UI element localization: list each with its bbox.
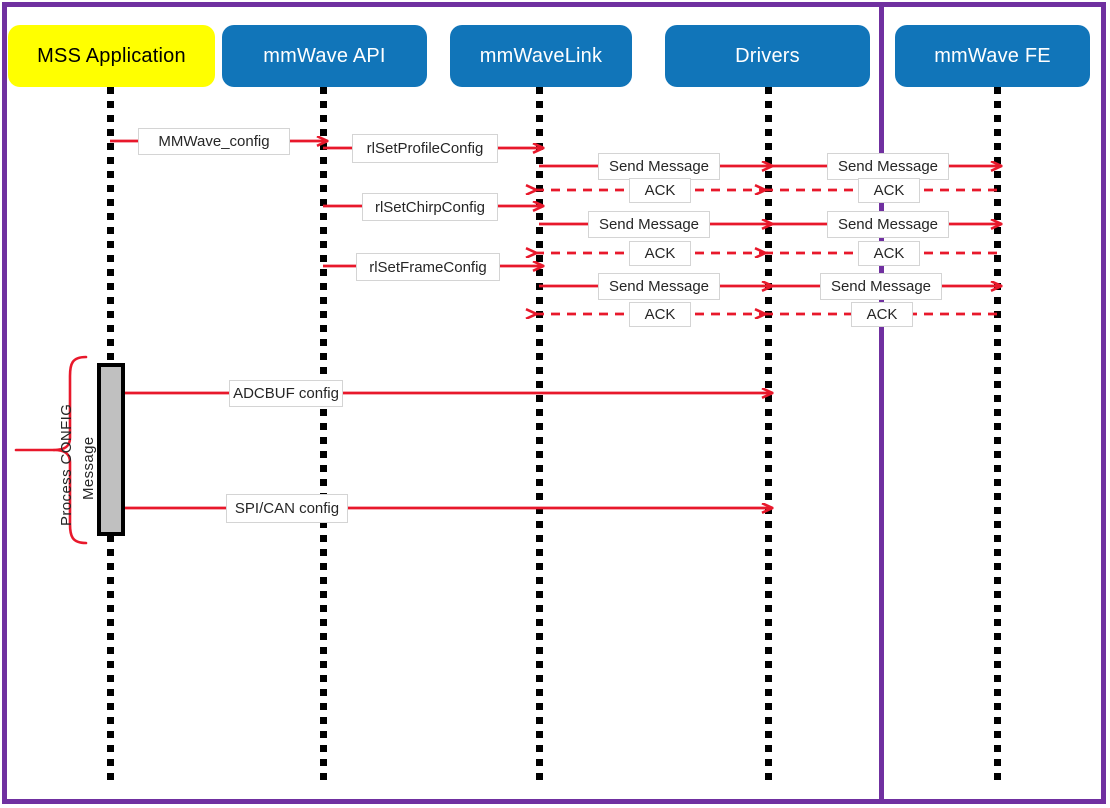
process-config-brace-icon <box>14 355 88 545</box>
lane-label-drivers: Drivers <box>735 45 800 67</box>
message-text: Send Message <box>830 278 932 295</box>
message-text: Send Message <box>837 216 939 233</box>
message-text: Send Message <box>608 278 710 295</box>
message-label-ack-6[interactable]: ACK <box>851 302 913 327</box>
lane-label-mmwave-api: mmWave API <box>263 45 386 67</box>
lane-header-drivers[interactable]: Drivers <box>665 25 870 87</box>
boundary-divider <box>879 2 884 804</box>
message-label-ack-3[interactable]: ACK <box>629 241 691 266</box>
lane-header-mmwave-api[interactable]: mmWave API <box>222 25 427 87</box>
lane-header-mmwavelink[interactable]: mmWaveLink <box>450 25 632 87</box>
message-text: ADCBUF config <box>233 385 339 402</box>
lane-header-mss-application[interactable]: MSS Application <box>8 25 215 87</box>
message-label-ack-1[interactable]: ACK <box>629 178 691 203</box>
message-label-send-message-1[interactable]: Send Message <box>598 153 720 180</box>
message-label-ack-2[interactable]: ACK <box>858 178 920 203</box>
message-text: ACK <box>866 306 898 323</box>
lane-label-mmwave-fe: mmWave FE <box>934 45 1051 67</box>
message-label-ack-4[interactable]: ACK <box>858 241 920 266</box>
message-text: ACK <box>644 245 676 262</box>
annotation-line-process-config: Process CONFIG <box>58 403 75 526</box>
message-label-rlsetframeconfig[interactable]: rlSetFrameConfig <box>356 253 500 281</box>
lane-header-mmwave-fe[interactable]: mmWave FE <box>895 25 1090 87</box>
message-label-send-message-6[interactable]: Send Message <box>820 273 942 300</box>
activation-bar-mss-application[interactable] <box>97 363 125 536</box>
message-text: Send Message <box>598 216 700 233</box>
lane-label-mss-application: MSS Application <box>37 45 186 67</box>
lifeline-mmwave-fe <box>994 87 1001 787</box>
message-label-send-message-3[interactable]: Send Message <box>588 211 710 238</box>
message-label-adcbuf-config[interactable]: ADCBUF config <box>229 380 343 407</box>
message-label-ack-5[interactable]: ACK <box>629 302 691 327</box>
message-text: ACK <box>644 182 676 199</box>
message-label-mmwave-config[interactable]: MMWave_config <box>138 128 290 155</box>
message-text: rlSetChirpConfig <box>374 198 486 216</box>
lane-label-mmwavelink: mmWaveLink <box>479 45 603 67</box>
message-text: Send Message <box>608 158 710 175</box>
lifeline-mmwavelink <box>536 87 543 787</box>
message-label-send-message-5[interactable]: Send Message <box>598 273 720 300</box>
annotation-line-message: Message <box>80 436 97 500</box>
message-label-spi-can-config[interactable]: SPI/CAN config <box>226 494 348 523</box>
message-label-send-message-2[interactable]: Send Message <box>827 153 949 180</box>
message-text: ACK <box>644 306 676 323</box>
message-text: Send Message <box>837 158 939 175</box>
lifeline-drivers <box>765 87 772 787</box>
message-text: SPI/CAN config <box>234 500 340 517</box>
message-label-rlsetchirpconfig[interactable]: rlSetChirpConfig <box>362 193 498 221</box>
message-text: rlSetProfileConfig <box>366 140 484 157</box>
message-label-rlsetprofileconfig[interactable]: rlSetProfileConfig <box>352 134 498 163</box>
message-label-send-message-4[interactable]: Send Message <box>827 211 949 238</box>
message-text: MMWave_config <box>158 133 270 150</box>
message-text: rlSetFrameConfig <box>369 258 487 276</box>
lifeline-mmwave-api <box>320 87 327 787</box>
message-text: ACK <box>873 245 905 262</box>
message-text: ACK <box>873 182 905 199</box>
